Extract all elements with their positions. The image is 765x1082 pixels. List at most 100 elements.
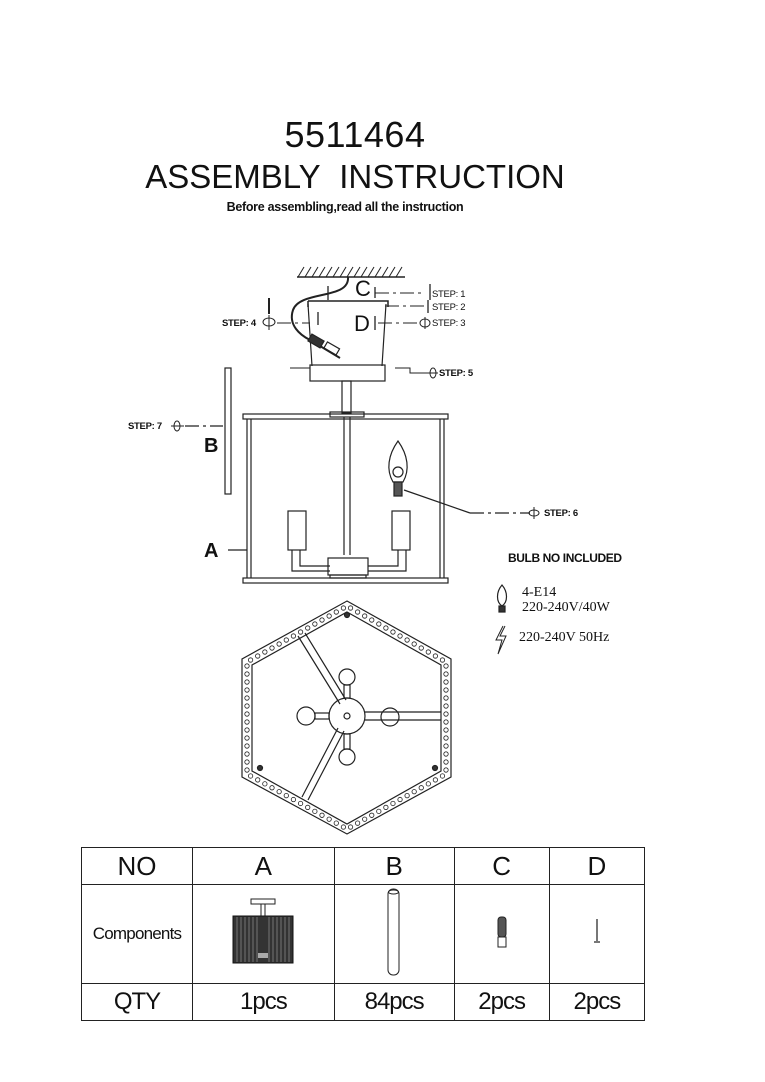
qty-c: 2pcs	[453, 983, 550, 1021]
rod-end-dot	[369, 617, 375, 623]
rod-end-dot	[247, 657, 254, 663]
rod-end-dot	[244, 703, 250, 709]
bulb-not-included-note: BULB NO INCLUDED	[508, 551, 622, 565]
rod-end-dot	[443, 719, 449, 725]
rod-end-dot	[443, 711, 449, 717]
rod-end-dot	[443, 751, 449, 757]
rod-end-dot	[404, 793, 410, 799]
rod-end-dot	[443, 735, 449, 741]
rod-end-dot	[244, 751, 250, 757]
rod-end-dot	[244, 711, 250, 717]
qty-d: 2pcs	[548, 983, 646, 1021]
rod-end-dot	[297, 629, 304, 635]
bulb-rating: 220-240V/40W	[522, 600, 610, 615]
step-4-label: STEP: 4	[222, 318, 256, 329]
rod-end-dot	[362, 816, 368, 822]
part-no-a: A	[192, 847, 335, 885]
rod-end-dot	[326, 816, 332, 822]
bulb-type: 4-E14	[522, 585, 557, 600]
rod-end-dot	[283, 637, 289, 643]
rod-end-dot	[432, 653, 438, 659]
rod-end-dot	[340, 605, 347, 611]
rod-end-dot	[244, 687, 250, 693]
rod-end-dot	[290, 796, 297, 803]
rod-end-dot	[276, 789, 282, 795]
rod-end-dot	[326, 613, 332, 619]
rod-end-dot	[283, 793, 289, 799]
rod-end-dot	[355, 609, 361, 615]
table-row-qty: QTY 1pcs 84pcs 2pcs 2pcs	[81, 983, 646, 1021]
rod-end-dot	[432, 777, 438, 783]
rod-end-dot	[262, 781, 268, 787]
rod-end-dot	[443, 679, 449, 685]
rod-end-dot	[443, 687, 449, 693]
rod-end-dot	[244, 759, 250, 765]
rod-end-dot	[333, 609, 339, 615]
rod-end-dot	[340, 824, 347, 830]
ceiling-hatch-icon	[297, 266, 405, 278]
fixture-frame	[242, 413, 449, 584]
rod-end-dot	[443, 703, 449, 709]
model-number: 5511464	[284, 114, 426, 155]
subtitle: Before assembling,read all the instructi…	[226, 200, 464, 214]
rod-end-dot	[376, 621, 382, 627]
rod-end-dot	[355, 820, 361, 826]
rod-end-dot	[269, 785, 275, 791]
rod-end-dot	[425, 649, 431, 655]
component-c	[453, 884, 550, 984]
wall-anchor-icon	[497, 916, 507, 947]
rod-end-dot	[276, 641, 282, 647]
part-no-c: C	[453, 847, 550, 885]
rod-end-dot	[255, 653, 261, 659]
rod-end-dot	[290, 633, 297, 639]
step-2-label: STEP: 2	[432, 302, 466, 313]
rod-end-dot	[443, 727, 449, 733]
rod-end-dot	[439, 773, 446, 779]
rod-end-dot	[347, 824, 354, 830]
rod-end-dot	[255, 777, 261, 783]
page-title: ASSEMBLY INSTRUCTION	[145, 158, 565, 195]
qty-a: 1pcs	[192, 983, 335, 1021]
rod-end-dot	[244, 727, 250, 733]
lightning-icon	[495, 625, 507, 655]
rod-end-dot	[312, 621, 318, 627]
rod-end-dot	[443, 663, 449, 669]
rod-end-dot	[390, 800, 396, 807]
bulb-icon	[388, 439, 408, 497]
parts-table: NO A B C D Components	[81, 847, 646, 1021]
bulb-spec-icon	[496, 584, 508, 613]
fixture-icon	[232, 898, 294, 963]
rod-end-dot	[262, 649, 268, 655]
part-label-c: C	[355, 276, 371, 301]
row-header-components: Components	[81, 884, 193, 984]
table-row-no: NO A B C D	[81, 847, 646, 885]
rod-end-dot	[244, 695, 250, 701]
step-3-label: STEP: 3	[432, 318, 466, 329]
rod-end-dot	[319, 812, 325, 818]
screw-icon	[593, 918, 600, 943]
rod-end-dot	[418, 785, 424, 791]
rod-end-dot	[418, 645, 424, 651]
part-label-a: A	[204, 540, 219, 562]
rod-end-dot	[383, 625, 389, 631]
step-5-label: STEP: 5	[439, 368, 473, 379]
row-header-qty: QTY	[81, 983, 193, 1021]
rod-end-dot	[425, 781, 431, 787]
power-rating: 220-240V 50Hz	[519, 630, 610, 645]
rod-end-dot	[319, 617, 325, 623]
step-6-label: STEP: 6	[544, 508, 578, 519]
rod-end-dot	[439, 657, 446, 663]
component-a	[192, 884, 335, 984]
step-1-label: STEP: 1	[432, 289, 466, 300]
rod-end-dot	[269, 645, 275, 651]
rod-end-dot	[244, 719, 250, 725]
part-no-d: D	[548, 847, 646, 885]
rod-end-dot	[333, 820, 339, 826]
part-label-b: B	[204, 435, 219, 457]
rod-end-dot	[404, 637, 410, 643]
rod-b	[224, 367, 232, 495]
rod-end-dot	[443, 759, 449, 765]
rod-end-dot	[244, 767, 250, 773]
rod-end-dot	[443, 671, 449, 677]
